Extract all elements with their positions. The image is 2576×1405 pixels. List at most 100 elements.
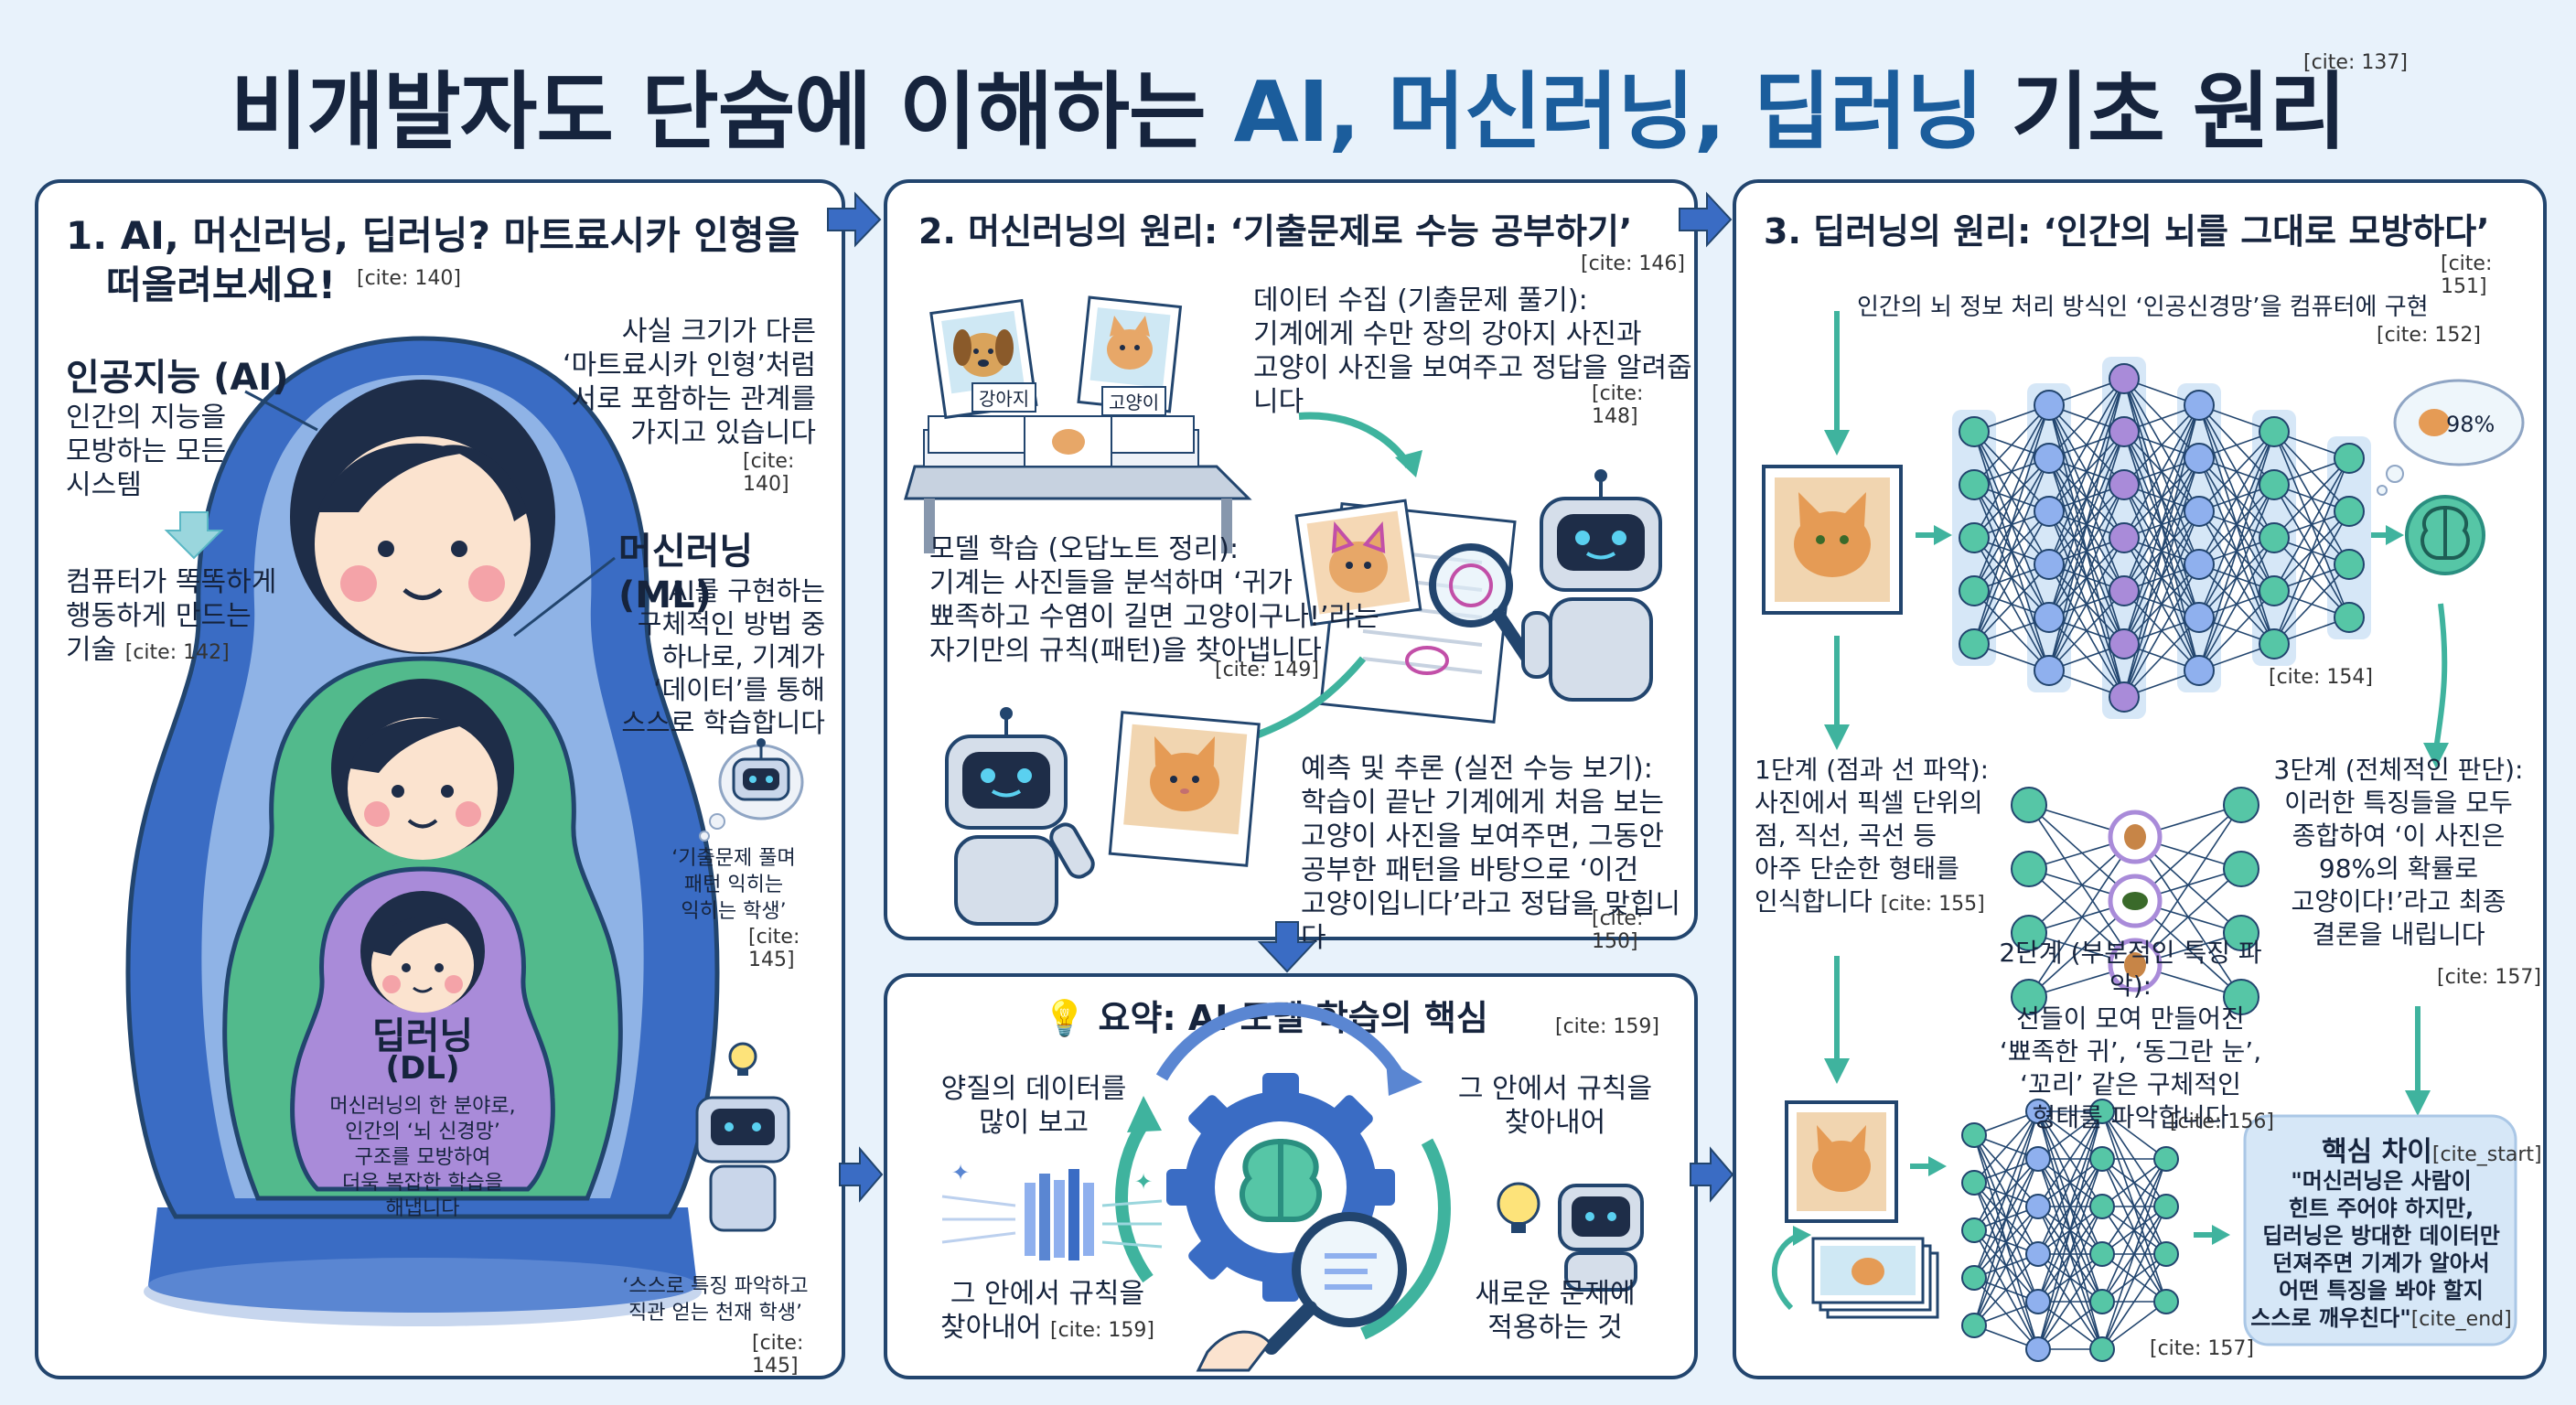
network-node: [2259, 522, 2290, 553]
network-node: [2184, 443, 2215, 474]
network-node: [2109, 522, 2140, 553]
model-training-cite: [cite: 149]: [1215, 659, 1319, 681]
network-node: [2184, 390, 2215, 421]
network-node: [2153, 1241, 2179, 1267]
feature-ear-shape: [2124, 824, 2146, 850]
network-node: [2184, 602, 2215, 633]
panel-deep-learning: 3. 딥러닝의 원리: ‘인간의 뇌를 그대로 모방하다’ [cite: 151…: [1733, 179, 2547, 1379]
network-node: [2153, 1146, 2179, 1172]
prediction-text: 예측 및 추론 (실전 수능 보기): 학습이 끝난 기계에게 처음 보는 고양…: [1301, 753, 1681, 954]
dl-student-robot-icon: [695, 1042, 790, 1232]
network-node: [2153, 1194, 2179, 1219]
lightbulb-icon: 💡: [1043, 998, 1099, 1038]
network-node: [1959, 628, 1990, 660]
dog-label: 강아지: [971, 382, 1037, 413]
network-node: [1959, 575, 1990, 606]
ai-goal: 컴퓨터가 똑똑하게 행동하게 만드는 기술 [cite: 142]: [66, 566, 277, 666]
network-node: [1959, 522, 1990, 553]
dl-step2: 2단계 (부분적인 특징 파악): 선들이 모여 만들어진 ‘뾰족한 귀’, ‘…: [1999, 938, 2262, 1132]
network-node: [2109, 416, 2140, 447]
network-node: [2184, 549, 2215, 580]
network-node: [2109, 628, 2140, 660]
network-node: [2011, 787, 2047, 823]
network-node: [2034, 443, 2065, 474]
network-node: [2334, 549, 2365, 580]
title-text-end: 기초 원리: [1982, 63, 2347, 161]
probability-label: 98%: [2446, 412, 2496, 437]
network-node: [2259, 469, 2290, 500]
panel3-intro-cite: [cite: 152]: [2377, 324, 2481, 347]
summary-illustration: ✦ ✦: [941, 1002, 1644, 1372]
dl-step1: 1단계 (점과 선 파악): 사진에서 픽셀 단위의 점, 직선, 곡선 등 아…: [1755, 755, 1990, 917]
panel3-heading: 3. 딥러닝의 원리: ‘인간의 뇌를 그대로 모방하다’: [1764, 211, 2490, 252]
idea-robot-icon: [1497, 1182, 1644, 1292]
matryoshka-illustration: [125, 336, 804, 1326]
network-node: [1961, 1170, 1987, 1196]
network-node: [1961, 1217, 1987, 1243]
network-node: [2334, 602, 2365, 633]
network-node: [2223, 787, 2259, 823]
network-node: [1961, 1265, 1987, 1291]
network-node: [2034, 602, 2065, 633]
panel1-heading: 1. AI, 머신러닝, 딥러닝? 마트료시카 인형을: [66, 213, 800, 258]
network-node: [1961, 1313, 1987, 1338]
network-node: [2223, 915, 2259, 951]
network-node: [2089, 1099, 2115, 1124]
predicting-robot-icon: [945, 707, 1095, 926]
dog-photo-stack: [923, 298, 1038, 467]
network-node: [2259, 575, 2290, 606]
network-node: [2223, 851, 2259, 887]
feature-tail-shape: [2124, 952, 2146, 978]
network-node: [2109, 363, 2140, 394]
ml-illustration: [904, 295, 1662, 926]
network-node: [2259, 628, 2290, 660]
network-node: [2034, 655, 2065, 686]
panel3-heading-cite: [cite: 151]: [2441, 252, 2493, 298]
dl-description: 머신러닝의 한 분야로, 인간의 ‘뇌 신경망’ 구조를 모방하여 더욱 복잡한…: [329, 1095, 516, 1220]
title-cite: [cite: 137]: [2303, 51, 2408, 74]
network-node: [2184, 496, 2215, 527]
dl-doll: [290, 866, 555, 1192]
cat-photo-stack: [1077, 295, 1199, 467]
network-node: [2089, 1336, 2115, 1362]
network-node: [2025, 1289, 2051, 1314]
network-cite: [cite: 154]: [2269, 666, 2373, 689]
network-node: [2034, 549, 2065, 580]
title-text: 비개발자도 단숨에 이해하는: [230, 63, 1234, 161]
network-node: [2109, 575, 2140, 606]
data-collection-cite: [cite: 148]: [1592, 382, 1644, 428]
compact-neural-network: [1961, 1099, 2179, 1362]
panel-summary: 💡 요약: AI 모델 학습의 핵심 [cite: 159]: [884, 973, 1698, 1379]
dl-step2-cite: [cite: 156]: [2170, 1110, 2274, 1133]
ai-description: 인간의 지능을 모방하는 모든 시스템: [66, 402, 227, 501]
dl-student-caption: ‘스스로 특징 파악하고 직관 얻는 천재 학생’: [622, 1275, 809, 1325]
svg-text:✦: ✦: [951, 1160, 970, 1185]
bottom-network-cite: [cite: 157]: [2150, 1337, 2254, 1360]
cat-label: 고양이: [1101, 386, 1167, 416]
panel1-heading2: 떠올려보세요!: [106, 263, 336, 307]
network-node: [1959, 416, 1990, 447]
panel-matryoshka: 1. AI, 머신러닝, 딥러닝? 마트료시카 인형을 떠올려보세요! [cit…: [35, 179, 845, 1379]
feature-eye-shape: [2122, 892, 2148, 910]
network-node: [2334, 443, 2365, 474]
ai-title: 인공지능 (AI): [66, 357, 289, 399]
network-node: [2011, 851, 2047, 887]
magnifier-icon: [1196, 1212, 1407, 1372]
network-node: [2011, 979, 2047, 1015]
title-highlight: AI, 머신러닝, 딥러닝: [1233, 63, 1984, 161]
panel-machine-learning: 2. 머신러닝의 원리: ‘기출문제로 수능 공부하기’ [cite: 146]: [884, 179, 1698, 954]
key-difference-quote: "머신러닝은 사람이 힌트 주어야 하지만, 딥러닝은 방대한 데이터만 던져주…: [2250, 1168, 2512, 1331]
network-node: [2089, 1289, 2115, 1314]
network-node: [2011, 915, 2047, 951]
network-node: [2089, 1241, 2115, 1267]
page-title: 비개발자도 단숨에 이해하는 AI, 머신러닝, 딥러닝 기초 원리: [0, 44, 2576, 166]
dl-subtitle: (DL): [385, 1050, 460, 1087]
dl-step3: 3단계 (전체적인 판단): 이러한 특징들을 모두 종합하여 ‘이 사진은 9…: [2273, 755, 2524, 949]
ml-student-cite: [cite: 145]: [748, 926, 800, 971]
ml-student-robot-icon: [699, 738, 804, 842]
summary-heading-cite: [cite: 159]: [1555, 1015, 1659, 1038]
summary-step-see-data: 양질의 데이터를 많이 보고: [940, 1073, 1127, 1139]
panel2-heading-cite: [cite: 146]: [1581, 252, 1685, 275]
network-node: [2109, 469, 2140, 500]
